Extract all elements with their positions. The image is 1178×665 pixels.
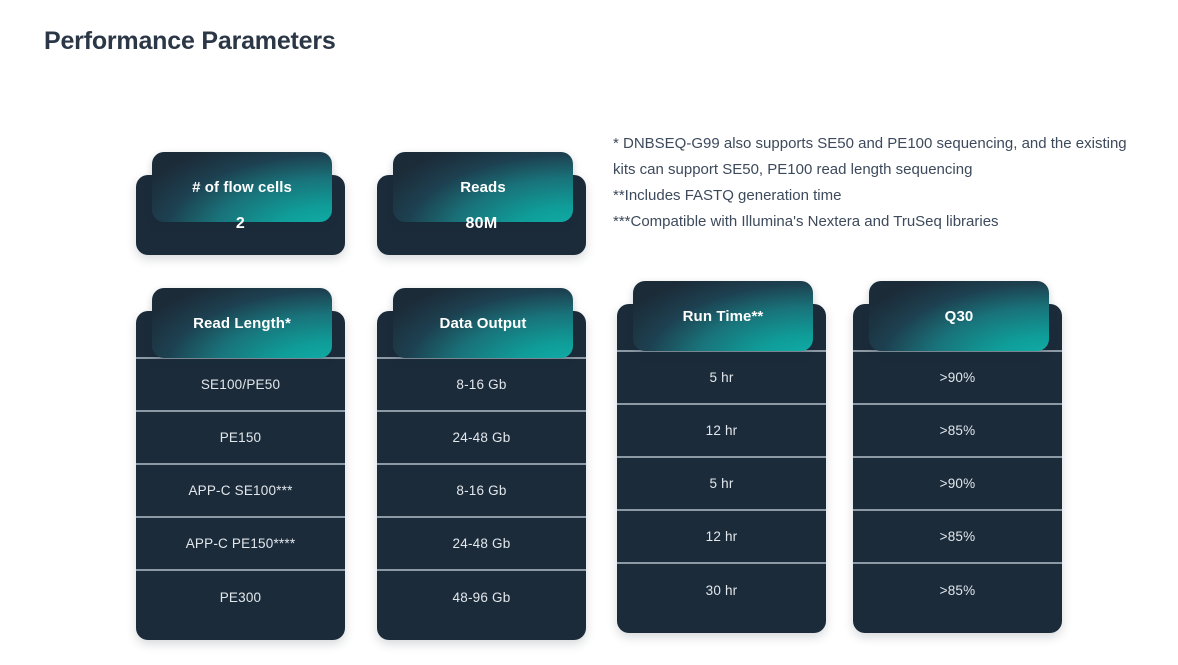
- stat-card-flow-cells: # of flow cells 2: [136, 152, 345, 255]
- table-card-header-run-time: Run Time**: [633, 281, 813, 351]
- table-row: 8-16 Gb: [377, 463, 586, 516]
- footnote-3: ***Compatible with Illumina's Nextera an…: [613, 213, 999, 230]
- table-cell: 5 hr: [709, 370, 734, 385]
- table-row: 5 hr: [617, 350, 826, 403]
- table-rows: >90% >85% >90% >85% >85%: [853, 350, 1062, 617]
- table-cell: 24-48 Gb: [452, 430, 511, 445]
- table-cell: 5 hr: [709, 476, 734, 491]
- stat-card-header-label: Reads: [460, 178, 506, 196]
- table-card-body: 5 hr 12 hr 5 hr 12 hr 30 hr: [617, 304, 826, 633]
- table-cell: APP-C SE100***: [188, 483, 293, 498]
- table-row: 8-16 Gb: [377, 357, 586, 410]
- table-card-header-label: Read Length*: [193, 314, 291, 332]
- table-card-read-length: SE100/PE50 PE150 APP-C SE100*** APP-C PE…: [136, 288, 345, 640]
- table-cell: >85%: [939, 423, 976, 438]
- footnote-1: * DNBSEQ-G99 also supports SE50 and PE10…: [613, 135, 1127, 178]
- table-card-header-label: Run Time**: [682, 307, 764, 325]
- table-card-header-read-length: Read Length*: [152, 288, 332, 358]
- table-cell: >85%: [939, 529, 976, 544]
- table-rows: 8-16 Gb 24-48 Gb 8-16 Gb 24-48 Gb 48-96 …: [377, 357, 586, 624]
- table-row: 5 hr: [617, 456, 826, 509]
- stat-card-header-flow-cells: # of flow cells: [152, 152, 332, 222]
- table-card-data-output: 8-16 Gb 24-48 Gb 8-16 Gb 24-48 Gb 48-96 …: [377, 288, 586, 640]
- table-card-header-q30: Q30: [869, 281, 1049, 351]
- table-cell: >85%: [939, 583, 976, 598]
- table-cell: 12 hr: [705, 423, 738, 438]
- table-row: PE300: [136, 569, 345, 624]
- table-cell: SE100/PE50: [200, 377, 281, 392]
- table-row: 24-48 Gb: [377, 516, 586, 569]
- table-row: PE150: [136, 410, 345, 463]
- table-row: 30 hr: [617, 562, 826, 617]
- table-cell: 8-16 Gb: [456, 483, 507, 498]
- footnote-2: **Includes FASTQ generation time: [613, 187, 842, 204]
- stat-card-value-flow-cells: 2: [235, 215, 246, 232]
- table-cell: APP-C PE150****: [185, 536, 296, 551]
- table-cell: PE300: [219, 590, 262, 605]
- table-cell: 12 hr: [705, 529, 738, 544]
- table-card-body: >90% >85% >90% >85% >85%: [853, 304, 1062, 633]
- table-card-run-time: 5 hr 12 hr 5 hr 12 hr 30 hr Run Time**: [617, 281, 826, 633]
- table-cell: 8-16 Gb: [456, 377, 507, 392]
- table-rows: 5 hr 12 hr 5 hr 12 hr 30 hr: [617, 350, 826, 617]
- stat-card-value-reads: 80M: [465, 215, 498, 232]
- stat-card-header-reads: Reads: [393, 152, 573, 222]
- table-row: 12 hr: [617, 509, 826, 562]
- table-row: APP-C PE150****: [136, 516, 345, 569]
- table-card-header-data-output: Data Output: [393, 288, 573, 358]
- table-card-q30: >90% >85% >90% >85% >85% Q30: [853, 281, 1062, 633]
- table-card-body: SE100/PE50 PE150 APP-C SE100*** APP-C PE…: [136, 311, 345, 640]
- table-row: >85%: [853, 509, 1062, 562]
- table-card-header-label: Data Output: [439, 314, 527, 332]
- table-card-header-label: Q30: [944, 307, 974, 325]
- table-row: >85%: [853, 562, 1062, 617]
- table-cell: >90%: [939, 370, 976, 385]
- stat-card-reads: Reads 80M: [377, 152, 586, 255]
- footnotes-block: * DNBSEQ-G99 also supports SE50 and PE10…: [613, 131, 1153, 235]
- table-row: 24-48 Gb: [377, 410, 586, 463]
- table-card-body: 8-16 Gb 24-48 Gb 8-16 Gb 24-48 Gb 48-96 …: [377, 311, 586, 640]
- table-row: >85%: [853, 403, 1062, 456]
- table-rows: SE100/PE50 PE150 APP-C SE100*** APP-C PE…: [136, 357, 345, 624]
- table-cell: 48-96 Gb: [452, 590, 511, 605]
- page-title: Performance Parameters: [44, 27, 336, 55]
- stat-card-header-label: # of flow cells: [192, 178, 292, 196]
- table-row: 48-96 Gb: [377, 569, 586, 624]
- table-cell: PE150: [219, 430, 262, 445]
- table-row: >90%: [853, 456, 1062, 509]
- table-row: SE100/PE50: [136, 357, 345, 410]
- table-row: APP-C SE100***: [136, 463, 345, 516]
- table-cell: 24-48 Gb: [452, 536, 511, 551]
- table-row: 12 hr: [617, 403, 826, 456]
- table-row: >90%: [853, 350, 1062, 403]
- table-cell: >90%: [939, 476, 976, 491]
- table-cell: 30 hr: [705, 583, 738, 598]
